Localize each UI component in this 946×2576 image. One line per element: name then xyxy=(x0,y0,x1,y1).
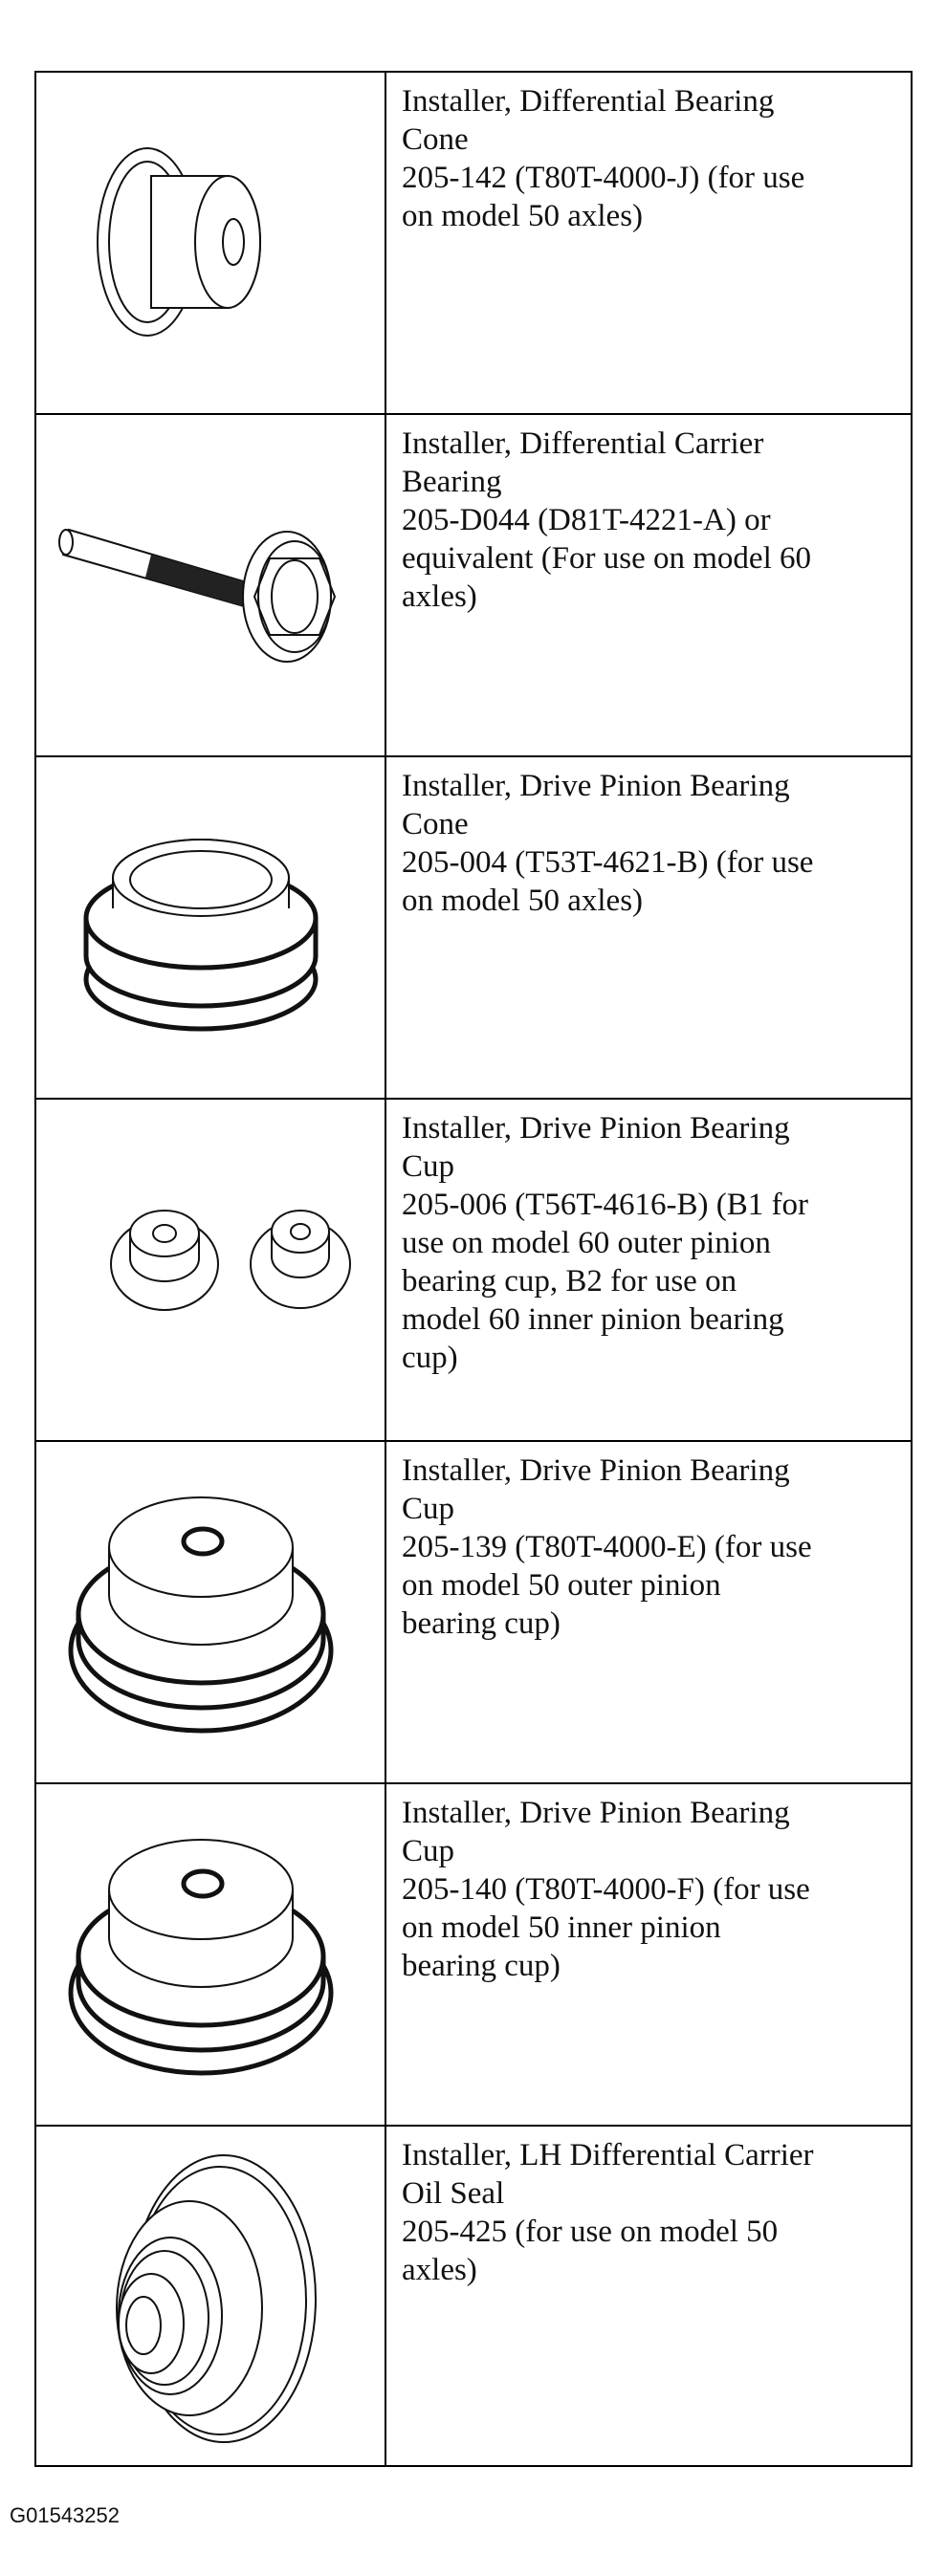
tool-name-line: Cup xyxy=(402,1834,455,1868)
tool-description: Installer, Drive Pinion Bearing Cone 205… xyxy=(385,755,913,1100)
table-row: Installer, Drive Pinion Bearing Cup 205-… xyxy=(34,1440,913,1784)
tool-usage-line: cup) xyxy=(402,1341,458,1375)
tool-illustration-cell xyxy=(34,1440,386,1784)
table-row: Installer, Drive Pinion Bearing Cone 205… xyxy=(34,755,913,1100)
tool-name-line: Cone xyxy=(402,122,469,157)
tool-name-line: Cup xyxy=(402,1492,455,1526)
tool-number-line: 205-004 (T53T-4621-B) (for use xyxy=(402,845,814,880)
tool-usage-line: on model 50 axles) xyxy=(402,199,644,233)
tool-usage-line: use on model 60 outer pinion xyxy=(402,1226,771,1260)
tool-number-line: 205-425 (for use on model 50 xyxy=(402,2215,779,2249)
tool-usage-line: on model 50 inner pinion xyxy=(402,1910,721,1945)
tool-description: Installer, Differential Carrier Bearing … xyxy=(385,413,913,757)
tool-illustration-cell xyxy=(34,71,386,415)
table-row: Installer, LH Differential Carrier Oil S… xyxy=(34,2125,913,2467)
tool-illustration-cell xyxy=(34,2125,386,2467)
tool-name-line: Oil Seal xyxy=(402,2176,505,2211)
drive-pinion-bearing-cup-installer-set-icon xyxy=(110,1210,351,1311)
tool-usage-line: equivalent (For use on model 60 xyxy=(402,541,812,576)
tool-description: Installer, Differential Bearing Cone 205… xyxy=(385,71,913,415)
tool-usage-line: axles) xyxy=(402,2253,477,2287)
tool-illustration-cell xyxy=(34,413,386,757)
tool-usage-line: bearing cup) xyxy=(402,1949,561,1983)
differential-bearing-cone-installer-icon xyxy=(97,147,261,337)
tool-name-line: Installer, Differential Bearing xyxy=(402,84,775,119)
drive-pinion-bearing-cone-installer-icon xyxy=(83,839,319,1032)
tool-usage-line: bearing cup) xyxy=(402,1606,561,1641)
tool-number-line: 205-D044 (D81T-4221-A) or xyxy=(402,503,771,537)
tool-number-line: 205-142 (T80T-4000-J) (for use xyxy=(402,161,805,195)
tool-usage-line: on model 50 outer pinion xyxy=(402,1568,721,1603)
tool-name-line: Installer, Drive Pinion Bearing xyxy=(402,1111,790,1146)
tool-name-line: Cup xyxy=(402,1149,455,1184)
tool-description: Installer, Drive Pinion Bearing Cup 205-… xyxy=(385,1782,913,2127)
tool-number-line: 205-140 (T80T-4000-F) (for use xyxy=(402,1872,810,1907)
table-row: Installer, Drive Pinion Bearing Cup 205-… xyxy=(34,1782,913,2127)
tool-usage-line: on model 50 axles) xyxy=(402,884,644,918)
tool-name-line: Cone xyxy=(402,807,469,841)
tool-illustration-cell xyxy=(34,1782,386,2127)
tool-illustration-cell xyxy=(34,1098,386,1442)
tool-name-line: Installer, Drive Pinion Bearing xyxy=(402,1453,790,1488)
tool-description: Installer, LH Differential Carrier Oil S… xyxy=(385,2125,913,2467)
tool-usage-line: model 60 inner pinion bearing xyxy=(402,1302,784,1337)
tool-illustration-cell xyxy=(34,755,386,1100)
differential-carrier-bearing-installer-icon xyxy=(58,528,337,663)
table-row: Installer, Drive Pinion Bearing Cup 205-… xyxy=(34,1098,913,1442)
tool-usage-line: bearing cup, B2 for use on xyxy=(402,1264,737,1299)
tool-description: Installer, Drive Pinion Bearing Cup 205-… xyxy=(385,1440,913,1784)
tool-usage-line: axles) xyxy=(402,579,477,614)
drive-pinion-bearing-cup-installer-outer-icon xyxy=(68,1496,334,1734)
table-row: Installer, Differential Carrier Bearing … xyxy=(34,413,913,757)
tool-description: Installer, Drive Pinion Bearing Cup 205-… xyxy=(385,1098,913,1442)
tool-name-line: Installer, Drive Pinion Bearing xyxy=(402,1796,790,1830)
tool-number-line: 205-006 (T56T-4616-B) (B1 for xyxy=(402,1188,808,1222)
tool-name-line: Bearing xyxy=(402,465,502,499)
lh-differential-carrier-oil-seal-installer-icon xyxy=(116,2154,317,2443)
drive-pinion-bearing-cup-installer-inner-icon xyxy=(68,1839,334,2076)
tool-number-line: 205-139 (T80T-4000-E) (for use xyxy=(402,1530,812,1564)
tool-name-line: Installer, Differential Carrier xyxy=(402,426,764,461)
tool-name-line: Installer, Drive Pinion Bearing xyxy=(402,769,790,803)
figure-code: G01543252 xyxy=(10,2503,120,2527)
tool-name-line: Installer, LH Differential Carrier xyxy=(402,2138,814,2172)
table-row: Installer, Differential Bearing Cone 205… xyxy=(34,71,913,415)
special-tools-table: Installer, Differential Bearing Cone 205… xyxy=(34,71,913,2467)
